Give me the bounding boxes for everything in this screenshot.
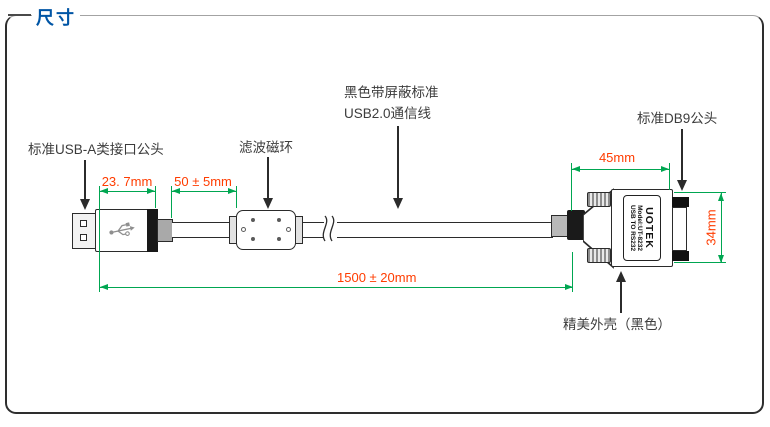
ext-line — [171, 186, 173, 218]
db9-dsub-shell — [672, 207, 687, 251]
callout-arrow-line — [620, 281, 622, 313]
model-text: Model:UT-8232 — [636, 205, 644, 251]
callout-arrowhead — [616, 271, 626, 282]
ext-line — [236, 186, 238, 208]
callout-arrow-line — [267, 157, 269, 198]
dim-arrow — [228, 188, 236, 194]
product-text: USB TO RS232 — [628, 204, 636, 252]
dim-text-ferrite-offset: 50 ± 5mm — [174, 174, 232, 189]
dim-line-db9-height — [721, 193, 723, 263]
dim-line-cable-length — [100, 287, 573, 289]
ext-line — [674, 262, 726, 264]
dim-line-ferrite-offset — [172, 191, 236, 193]
callout-shell: 精美外壳（黑色） — [563, 317, 671, 332]
dim-text-db9-length: 45mm — [598, 150, 636, 165]
db9-thumbscrew-bottom — [587, 248, 611, 263]
ext-line — [571, 163, 573, 211]
dim-text-usb-body: 23. 7mm — [101, 174, 153, 189]
callout-arrowhead — [393, 198, 403, 209]
callout-arrow-line — [681, 129, 683, 180]
db9-nut-bottom — [672, 251, 689, 261]
usb-plastic-body — [95, 209, 149, 252]
usb-trident-icon — [109, 222, 135, 237]
ferrite-screw-dot — [251, 218, 255, 222]
dim-arrow — [100, 284, 108, 290]
brand-logo: UOTEK — [643, 207, 656, 249]
ext-line — [674, 192, 726, 194]
dim-line-db9-length — [572, 169, 669, 171]
dim-arrow — [565, 284, 573, 290]
db9-nut-top — [672, 197, 689, 207]
diagram-frame — [5, 15, 764, 414]
cable-break-icon — [322, 215, 335, 242]
ferrite-screw-dot — [251, 237, 255, 241]
dim-arrow — [172, 188, 180, 194]
callout-arrow-line — [84, 160, 86, 199]
callout-db9: 标准DB9公头 — [637, 111, 718, 126]
dim-arrow — [718, 255, 724, 263]
cable-segment-right — [337, 222, 553, 238]
db9-thumbscrew-top — [587, 192, 611, 207]
usb-shield-hole-top — [80, 220, 87, 227]
dim-text-cable-length: 1500 ± 20mm — [337, 270, 417, 285]
usb-shield-hole-bottom — [80, 234, 87, 241]
ferrite-screw-dot — [277, 237, 281, 241]
callout-arrowhead — [80, 199, 90, 210]
title-left-dash — [8, 14, 31, 17]
ferrite-side-hole — [286, 227, 291, 232]
ferrite-side-hole — [241, 227, 246, 232]
ext-line — [155, 186, 157, 208]
dim-text-db9-height: 34mm — [703, 209, 719, 246]
dim-arrow — [718, 193, 724, 201]
callout-arrowhead — [263, 198, 273, 209]
ext-line — [669, 163, 671, 190]
usb-metal-shield — [72, 213, 96, 249]
dim-arrow — [661, 166, 669, 172]
callout-usb: 标准USB-A类接口公头 — [28, 142, 164, 157]
callout-ferrite: 滤波磁环 — [239, 140, 293, 155]
ext-line — [572, 252, 574, 292]
ferrite-screw-dot — [277, 218, 281, 222]
ext-line — [99, 186, 101, 292]
callout-cable-line2: USB2.0通信线 — [344, 106, 432, 121]
usb-strain-relief — [157, 219, 173, 242]
db9-strain-relief — [567, 210, 585, 240]
usb-body-black-band — [147, 209, 158, 252]
callout-arrow-line — [397, 126, 399, 198]
dim-arrow — [100, 188, 108, 194]
page-title: 尺寸 — [32, 4, 80, 30]
dim-arrow — [147, 188, 155, 194]
callout-arrowhead — [677, 180, 687, 191]
dim-arrow — [572, 166, 580, 172]
callout-cable: 黑色带屏蔽标准 USB2.0通信线 — [344, 82, 439, 124]
db9-label-sticker: UOTEK Model:UT-8232 USB TO RS232 — [623, 195, 661, 261]
callout-cable-line1: 黑色带屏蔽标准 — [344, 85, 439, 100]
dim-line-usb-body — [100, 191, 155, 193]
